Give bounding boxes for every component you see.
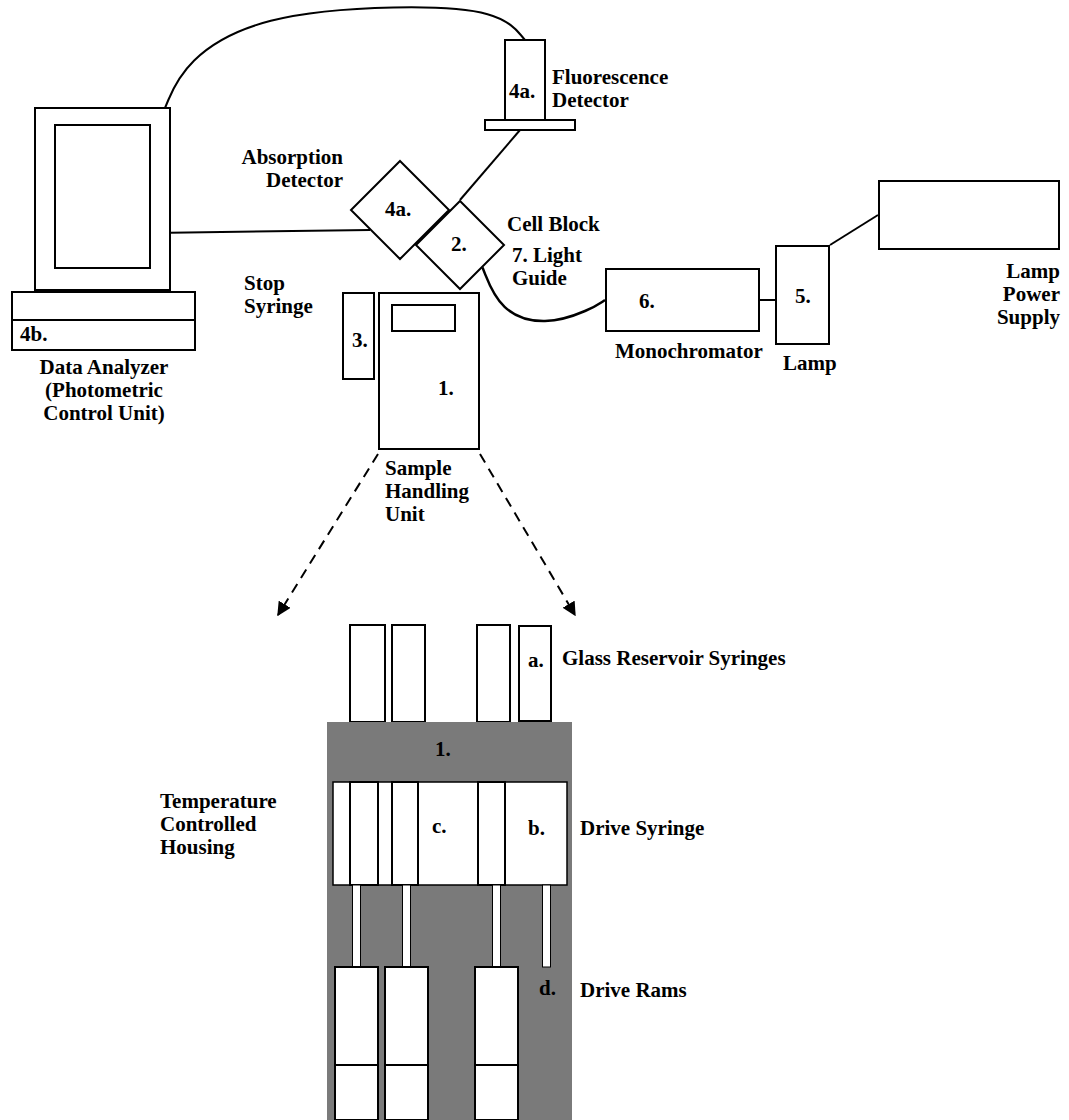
plunger-rod [403,885,411,967]
syringe-bay [333,782,567,885]
plunger-rod [543,885,551,967]
ram-divider [475,1064,518,1066]
unit-window [392,305,455,331]
drive-syringe-tube [350,782,378,885]
part-label: Drive Rams [580,979,687,1002]
part-label: 7. Light Guide [512,244,602,290]
reservoir-syringe [350,625,385,722]
callout-number: 4b. [20,323,47,346]
drive-ram [385,967,428,1120]
monitor-screen [55,125,150,268]
part-label: Stop Syringe [244,272,336,318]
fluorescence-detector: 4a.Fluorescence Detector [485,40,575,130]
reservoir-syringe: a.Glass Reservoir Syringes [518,625,552,722]
part-label: Absorption Detector [228,146,343,192]
part-label: Fluorescence Detector [552,66,687,112]
reservoir-syringe [477,625,510,722]
monitor-case [35,108,170,290]
part-label: Cell Block [507,213,600,236]
part-drawing [327,722,572,1120]
callout-number: 3. [352,329,368,352]
callout-number: 2. [451,233,467,256]
part-label: Sample Handling Unit [385,457,485,526]
callout-number: 4a. [509,80,535,103]
lamp: 5.Lamp [775,245,830,345]
plunger-rod [493,885,501,967]
part-label: Lamp Power Supply [960,260,1060,329]
sample-handling-unit: 1.Sample Handling Unit [378,292,480,450]
callout-letter: c. [432,815,447,838]
part-label: Monochromator [615,340,763,363]
callout-number: a. [528,649,544,672]
part-label: Glass Reservoir Syringes [562,647,786,670]
base-divider [12,319,195,321]
data-cable [170,230,370,233]
drive-ram [335,967,378,1120]
ram-divider [385,1064,428,1066]
mount-line [460,130,520,200]
reservoir-syringe [392,625,425,722]
monochromator: 6.Monochromator [605,268,760,332]
housing-fill [327,722,572,1120]
callout-number: 1. [435,738,451,761]
plunger-rod [353,885,361,967]
temperature-housing: b.Drive Syringed.Drive Rams1.Temperature… [327,722,572,1120]
ram-divider [335,1064,378,1066]
drive-ram [475,967,518,1120]
keyboard-base [12,292,195,350]
stop-syringe: 3.Stop Syringe [342,292,375,380]
part-label: Data Analyzer (Photometric Control Unit) [28,356,180,425]
detector-body [505,40,545,120]
optical-link [760,299,775,301]
data-cable [165,7,525,108]
lamp-power-supply: Lamp Power Supply [878,180,1060,250]
callout-number: b. [528,817,545,840]
part-label: Drive Syringe [580,817,704,840]
computer: 4b.Data Analyzer (Photometric Control Un… [12,108,195,350]
drive-syringe-tube [478,782,505,885]
expansion-arrow [278,454,378,615]
drive-syringe-tube [392,782,418,885]
detector-plate [485,120,575,130]
callout-number: 5. [795,285,811,308]
cell-block: 2.Cell Block [415,200,505,290]
callout-number: 1. [438,377,454,400]
absorption-detector: 4a.Absorption Detector [350,160,450,260]
power-cable [830,215,878,245]
expansion-arrow [480,454,575,615]
callout-number: 4a. [385,198,411,221]
part-label: Temperature Controlled Housing [160,790,320,859]
callout-number: 6. [639,290,655,313]
part-label: Lamp [783,352,837,375]
callout-number: d. [539,977,556,1000]
